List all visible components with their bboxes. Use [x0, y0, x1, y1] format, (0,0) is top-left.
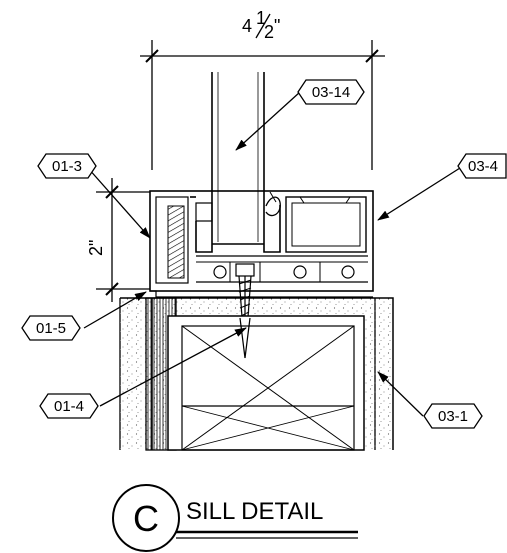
leader-03-1	[377, 371, 424, 417]
callout-01-4-label: 01-4	[54, 398, 84, 415]
screw-tip	[239, 317, 251, 359]
leaders	[83, 91, 461, 417]
leader-01-4	[99, 327, 247, 407]
leader-03-4	[377, 167, 461, 221]
width-denominator-text: 2	[264, 22, 274, 42]
glass-unit	[211, 72, 265, 245]
width-numerator-text: 1	[256, 8, 266, 28]
wall-section	[119, 297, 394, 451]
leader-03-14	[235, 91, 301, 151]
callout-01-3: 01-3	[37, 153, 97, 179]
callout-03-1-label: 03-1	[438, 408, 468, 425]
callout-03-14: 03-14	[297, 79, 365, 105]
sill-frame	[149, 190, 374, 298]
callout-01-4: 01-4	[39, 393, 99, 419]
detail-title: C SILL DETAIL	[112, 484, 358, 552]
width-unit-text: "	[274, 16, 280, 36]
width-whole-text: 4	[242, 16, 252, 36]
callout-03-1: 03-1	[423, 403, 483, 429]
width-dimension-text: 4 1 2 "	[242, 8, 280, 42]
leader-01-3	[87, 167, 151, 239]
height-dimension-text: 2"	[86, 240, 106, 256]
detail-letter: C	[133, 498, 159, 539]
callout-03-14-label: 03-14	[312, 84, 350, 101]
callout-01-5: 01-5	[21, 315, 81, 341]
callout-03-4-label: 03-4	[468, 158, 498, 175]
leader-01-5	[83, 291, 147, 329]
detail-title-text: SILL DETAIL	[186, 498, 323, 525]
detail-marker-circle	[112, 484, 180, 552]
callout-01-3-label: 01-3	[52, 158, 82, 175]
width-dimension	[140, 40, 385, 170]
callout-01-5-label: 01-5	[36, 320, 66, 337]
callout-03-4: 03-4	[457, 153, 507, 179]
height-dimension	[96, 178, 150, 302]
